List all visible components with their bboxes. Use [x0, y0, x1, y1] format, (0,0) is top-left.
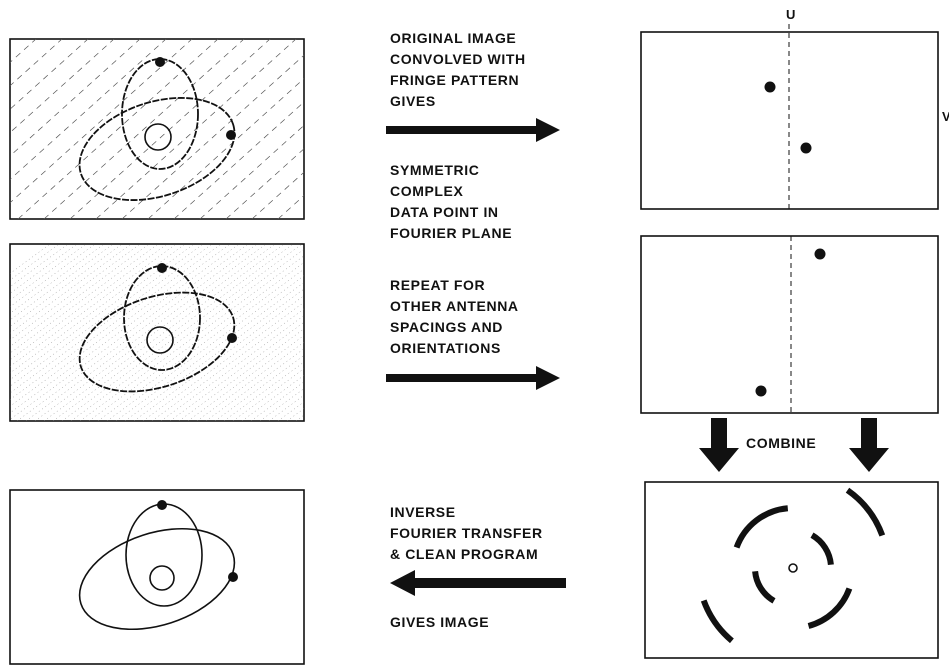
uv-arc: [810, 532, 834, 566]
fringe-hatch-line: [225, 148, 304, 219]
fringe-hatch-line: [147, 78, 304, 219]
fringe-stipple-line: [34, 244, 276, 421]
central-star-1: [144, 123, 172, 151]
fringe-stipple-line: [10, 244, 150, 347]
fringe-hatch-line: [10, 39, 89, 110]
planet-dot-2b: [227, 333, 237, 343]
planet-orbit-large-1: [78, 97, 236, 201]
reconstructed-image-panel: [9, 489, 305, 665]
fringe-stipple-line: [10, 244, 132, 334]
fringe-hatching-1: [10, 39, 304, 219]
planet-orbit-large-3: [78, 527, 236, 631]
panel-2-frame: [9, 243, 305, 422]
fringe-stipple-line: [10, 244, 60, 281]
fringe-hatch-line: [10, 39, 141, 157]
combined-center-point: [788, 563, 798, 573]
combined-fourier-panel: [644, 481, 939, 659]
fringe-stipple-line: [10, 244, 231, 407]
fringe-stipple-line: [10, 244, 204, 387]
convolved-image-panel-1: [9, 38, 305, 220]
fringe-stipple-line: [10, 244, 159, 354]
fringe-stipple-line: [10, 244, 114, 321]
fringe-stipple-line: [88, 262, 304, 421]
planet-dot-3b: [228, 572, 238, 582]
step2-caption: SYMMETRIC COMPLEX DATA POINT IN FOURIER …: [390, 162, 512, 241]
fringe-stipple-line: [70, 248, 304, 421]
uv-arc: [807, 587, 853, 629]
fringe-hatch-line: [10, 39, 193, 204]
fringe-hatch-line: [43, 39, 245, 219]
fringe-stipple-line: [10, 244, 249, 420]
step5-caption: GIVES IMAGE: [390, 614, 489, 630]
fringe-stipple-line: [10, 244, 213, 394]
fringe-hatch-line: [10, 39, 11, 40]
fringe-stipple-line: [10, 244, 177, 367]
fringe-stipple-line: [52, 244, 294, 421]
fringe-stipple-line: [10, 244, 141, 341]
combined-panel-frame: [644, 481, 939, 659]
fourier-point-2a: [814, 248, 826, 260]
fringe-stipple-line: [10, 244, 78, 294]
fringe-stipple-line: [10, 244, 87, 301]
fringe-hatch-line: [10, 39, 63, 87]
uv-coverage-arcs: [700, 487, 886, 644]
step1-caption: ORIGINAL IMAGE CONVOLVED WITH FRINGE PAT…: [390, 30, 530, 109]
fringe-hatch-line: [121, 54, 304, 219]
fringe-hatch-line: [173, 101, 304, 219]
step3-caption: REPEAT FOR OTHER ANTENNA SPACINGS AND OR…: [390, 277, 523, 356]
fringe-stipple-line: [10, 244, 240, 414]
planet-orbit-large-2: [78, 291, 236, 393]
combine-caption: COMBINE: [746, 435, 816, 451]
fringe-stipple-line: [10, 244, 123, 327]
fringe-stipple-line: [25, 244, 267, 421]
fringe-stipple-line: [10, 244, 168, 361]
fringe-hatch-line: [10, 39, 167, 180]
uv-arc: [733, 505, 789, 549]
u-axis-label: U: [786, 7, 795, 22]
v-axis-label: V: [942, 109, 949, 124]
fringe-stipple-line: [97, 268, 304, 421]
fourier-point-1b: [800, 142, 812, 154]
fourier-panel-1-frame: [640, 31, 939, 210]
fringe-stipple-line: [10, 244, 186, 374]
central-star-2: [146, 326, 174, 354]
fringe-stipple-line: [10, 244, 105, 314]
combine-arrow-right: [849, 418, 889, 472]
fringe-hatch-line: [10, 39, 115, 134]
uv-arc: [752, 570, 776, 604]
combine-arrow-left: [699, 418, 739, 472]
fringe-stipple-line: [10, 244, 69, 288]
convolved-image-panel-2: [9, 243, 305, 422]
fourier-point-2b: [755, 385, 767, 397]
fringe-hatch-line: [251, 171, 304, 219]
planet-dot-1b: [226, 130, 236, 140]
uv-arc: [700, 599, 734, 644]
fringe-hatch-line: [199, 124, 304, 219]
arrow-left: [390, 570, 566, 596]
arrow-right-2: [386, 366, 560, 390]
panel-3-frame: [9, 489, 305, 665]
fringe-stipple-line: [10, 244, 96, 307]
planet-dot-3a: [157, 500, 167, 510]
fringe-hatch-line: [69, 39, 271, 219]
planet-dot-1a: [155, 57, 165, 67]
planet-dot-2a: [157, 263, 167, 273]
fringe-hatch-line: [17, 39, 219, 219]
fringe-stipple-line: [79, 255, 304, 421]
arrow-right-1: [386, 118, 560, 142]
central-star-3: [149, 565, 175, 591]
fringe-stipple-line: [10, 244, 195, 381]
panel-1-frame: [9, 38, 305, 220]
fringe-stipple-line: [16, 244, 258, 421]
fringe-stipple-line: [61, 244, 303, 421]
fourier-panel-2-frame: [640, 235, 939, 414]
fourier-plane-panel-2: [640, 235, 939, 414]
fourier-plane-panel-1: [640, 24, 939, 210]
step4-caption: INVERSE FOURIER TRANSFER & CLEAN PROGRAM: [390, 504, 547, 562]
fringe-stipple-line: [43, 244, 285, 421]
planet-orbit-small-1: [121, 58, 199, 170]
fourier-point-1a: [764, 81, 776, 93]
uv-arc: [845, 487, 886, 537]
